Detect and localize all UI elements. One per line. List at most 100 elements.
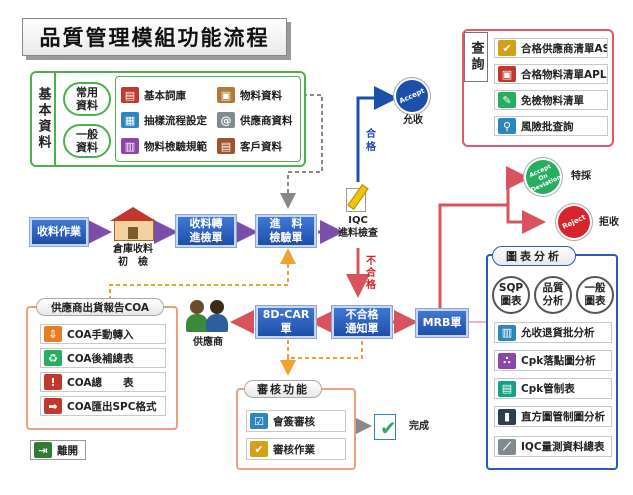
sqp-chart-button[interactable]: SQP 圖表 (492, 276, 530, 314)
special-accept-label: 特採 (571, 171, 591, 182)
coa-export-spc-label: COA匯出SPC格式 (67, 400, 157, 413)
analysis-title: 圖表分析 (492, 246, 576, 266)
sampling-setup-link[interactable]: ▦ 抽樣流程設定 (118, 110, 212, 130)
coa-supplement-link[interactable]: ♻ COA後補總表 (40, 348, 166, 368)
recycle-icon: ♻ (44, 350, 62, 366)
basic-vocab-label: 基本詞庫 (144, 89, 186, 102)
supplier-people-icon (186, 298, 230, 334)
iqc-label: IQC 進料檢查 (338, 215, 378, 239)
receiving-transfer-button[interactable]: 收料轉 進檢單 (175, 214, 237, 248)
sampling-setup-label: 抽樣流程設定 (144, 114, 207, 127)
query-risk-link[interactable]: ⚲ 風險批查詢 (494, 116, 608, 136)
customer-data-label: 客戶資料 (240, 140, 282, 153)
review-operation-link[interactable]: ✔ 審核作業 (246, 438, 346, 460)
quality-analysis-button[interactable]: 品質 分析 (534, 276, 572, 314)
coa-manual-import-label: COA手動轉入 (67, 328, 134, 341)
magnifier-icon: ⚲ (498, 118, 516, 134)
red-box-icon: ▣ (498, 66, 516, 82)
coa-summary-link[interactable]: ! COA總 表 (40, 372, 166, 392)
histogram-control-analysis-link[interactable]: ▮ 直方圖管制圖分析 (494, 406, 612, 427)
warehouse-icon (110, 205, 156, 241)
exit-button[interactable]: ⇥ 離開 (30, 440, 86, 460)
query-risk-label: 風險批查詢 (521, 120, 574, 133)
cpk-control-table-label: Cpk管制表 (521, 383, 575, 395)
bar-chart-icon: ▥ (498, 324, 516, 341)
iqc-measurement-summary-link[interactable]: ⟋ IQC量測資料總表 (494, 436, 612, 457)
basic-items-panel (115, 76, 301, 162)
table-chart-icon: ▤ (498, 380, 516, 397)
iqc-pencil-icon (344, 184, 370, 212)
basic-data-label: 基本資料 (32, 73, 56, 165)
accept-label: 允收 (403, 115, 423, 126)
query-asl-link[interactable]: ✔ 合格供應商清單ASL (494, 38, 608, 58)
query-label: 查詢 (464, 32, 488, 82)
arrow-right-icon: ➡ (44, 398, 62, 414)
general-chart-button[interactable]: 一般 圖表 (576, 276, 614, 314)
pass-label: 合格 (366, 129, 376, 153)
exit-label: 離開 (57, 444, 78, 457)
iqc-measurement-summary-label: IQC量測資料總表 (521, 441, 605, 453)
fail-notice-button[interactable]: 不合格 通知單 (331, 305, 393, 339)
inspection-spec-link[interactable]: ▥ 物料檢驗規範 (118, 136, 212, 156)
query-exempt-link[interactable]: ✎ 免檢物料清單 (494, 90, 608, 110)
coa-title: 供應商出貨報告COA (36, 298, 164, 316)
accept-return-analysis-label: 允收退貨批分析 (521, 327, 595, 339)
cpk-scatter-analysis-label: Cpk落點圖分析 (521, 355, 596, 367)
done-label: 完成 (409, 421, 429, 432)
page-title: 品質管理模組功能流程 (22, 18, 287, 56)
inspection-order-button[interactable]: 進 料 檢驗單 (255, 214, 317, 248)
query-apl-link[interactable]: ▣ 合格物料清單APL (494, 64, 608, 84)
dash-coa-to-order (109, 248, 296, 300)
coa-summary-label: COA總 表 (67, 376, 134, 389)
reject-label: 拒收 (599, 217, 619, 228)
fail-label: 不合格 (366, 256, 376, 291)
query-exempt-label: 免檢物料清單 (521, 94, 584, 107)
receiving-button[interactable]: 收料作業 (29, 217, 89, 247)
scatter-chart-icon: ∴ (498, 352, 516, 369)
box-icon: ▣ (217, 87, 235, 103)
supplier-data-label: 供應商資料 (240, 114, 293, 127)
green-tag-icon: ✎ (498, 92, 516, 108)
alert-icon: ! (44, 374, 62, 390)
arrow-mrb-reject (506, 205, 546, 234)
dash-notice-to-review (287, 340, 363, 359)
coa-export-spc-link[interactable]: ➡ COA匯出SPC格式 (40, 396, 166, 416)
line-chart-icon: ⟋ (498, 438, 516, 455)
mrb-button[interactable]: MRB單 (415, 308, 469, 338)
accept-return-analysis-link[interactable]: ▥ 允收退貨批分析 (494, 322, 612, 343)
coa-manual-import-link[interactable]: ⇩ COA手動轉入 (40, 324, 166, 344)
query-apl-label: 合格物料清單APL (521, 68, 607, 81)
customer-data-link[interactable]: ▤ 客戶資料 (214, 136, 298, 156)
check-paper-icon: ✔ (250, 441, 268, 457)
histogram-control-analysis-label: 直方圖管制圖分析 (521, 411, 605, 423)
material-data-link[interactable]: ▣ 物料資料 (214, 85, 298, 105)
countersign-review-link[interactable]: ☑ 會簽審核 (246, 410, 346, 432)
countersign-review-label: 會簽審核 (273, 415, 315, 428)
car-8d-button[interactable]: 8D-CAR 單 (255, 305, 317, 339)
inspection-spec-label: 物料檢驗規範 (144, 140, 207, 153)
arrow-mrb-to-analysis (466, 300, 489, 323)
customer-book-icon: ▤ (217, 138, 235, 154)
done-check-icon: ✔ (372, 412, 402, 440)
coa-supplement-label: COA後補總表 (67, 352, 134, 365)
cpk-scatter-analysis-link[interactable]: ∴ Cpk落點圖分析 (494, 350, 612, 371)
histogram-icon: ▮ (498, 408, 516, 425)
arrow-iqc-pass (356, 86, 398, 182)
binders-icon: ▥ (121, 138, 139, 154)
supplier-label: 供應商 (193, 337, 223, 348)
cpk-control-table-link[interactable]: ▤ Cpk管制表 (494, 378, 612, 399)
review-title: 審核功能 (244, 380, 322, 398)
material-data-label: 物料資料 (240, 89, 282, 102)
basic-vocab-link[interactable]: ▤ 基本詞庫 (118, 85, 210, 105)
supplier-data-link[interactable]: @ 供應商資料 (214, 110, 298, 130)
exit-door-icon: ⇥ (34, 442, 52, 458)
common-data-button[interactable]: 常用 資料 (63, 82, 111, 116)
import-icon: ⇩ (44, 326, 62, 342)
clipboard-check-icon: ✔ (498, 40, 516, 56)
checklist-icon: ☑ (250, 413, 268, 429)
contact-card-icon: @ (217, 112, 235, 128)
general-data-button[interactable]: 一般 資料 (63, 124, 111, 158)
query-asl-label: 合格供應商清單ASL (521, 42, 608, 55)
arrow-basic-to-order (280, 94, 323, 209)
review-operation-label: 審核作業 (273, 443, 315, 456)
